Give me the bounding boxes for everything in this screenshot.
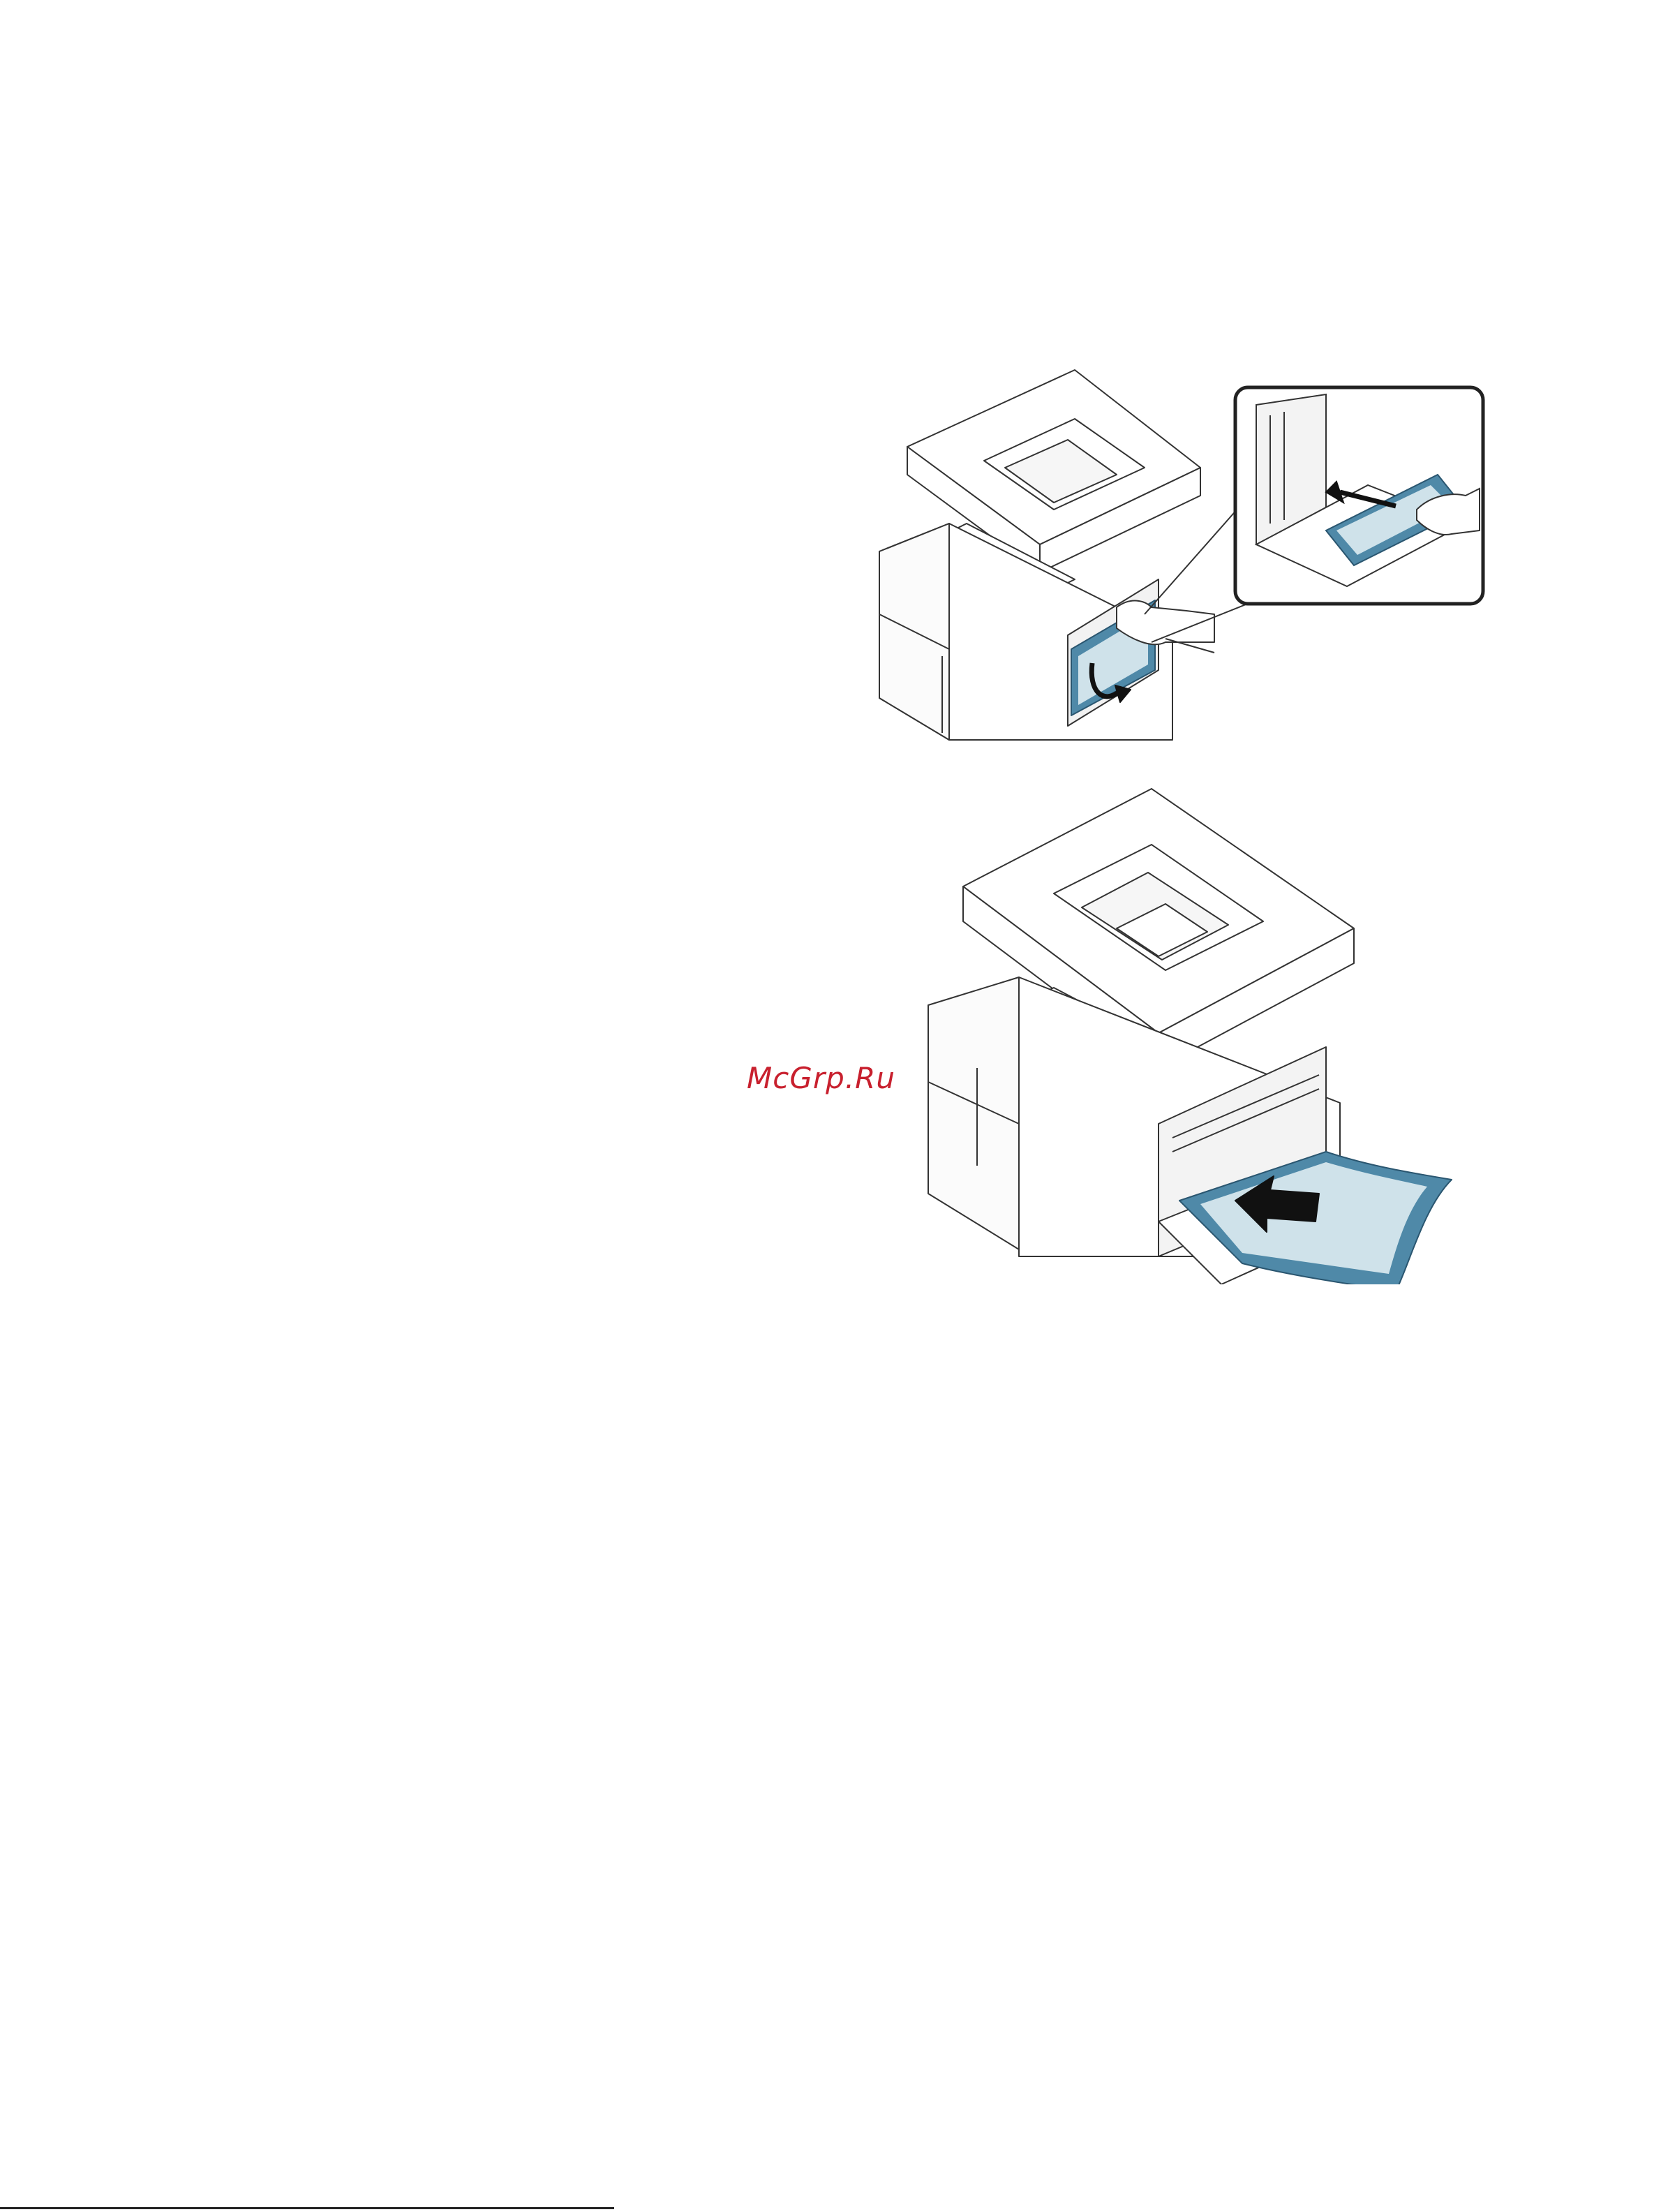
insert-paper-illustration bbox=[907, 775, 1466, 1284]
open-tray-illustration bbox=[837, 363, 1494, 747]
watermark-text: McGrp.Ru bbox=[747, 1061, 895, 1095]
zoom-inset bbox=[1235, 387, 1483, 604]
footer-rule bbox=[0, 2207, 614, 2209]
printer-body bbox=[928, 977, 1019, 1249]
